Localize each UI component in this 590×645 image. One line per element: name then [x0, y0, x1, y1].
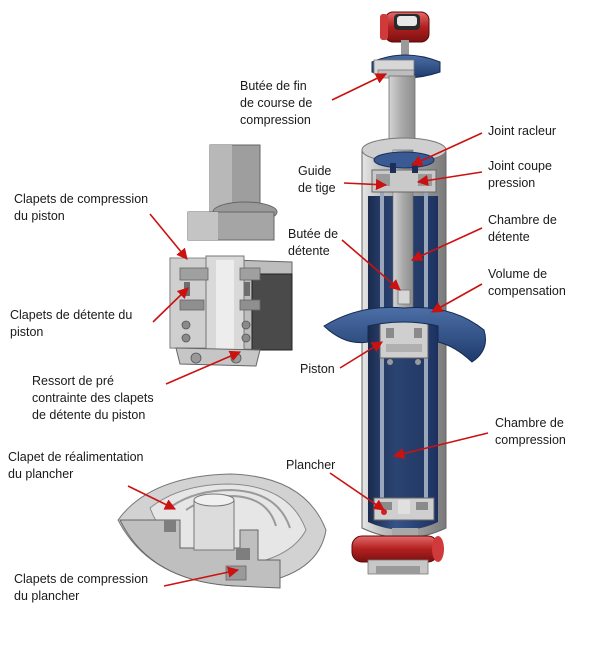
arrow-piston: [339, 341, 383, 369]
rebound-stop: [397, 289, 411, 305]
arrow-clapet-realimentation: [127, 485, 177, 510]
top-eye-bushing: [380, 11, 430, 43]
label-joint-coupe-pression: Joint coupe pression: [488, 159, 552, 190]
label-butee-detente: Butée de détente: [288, 227, 339, 258]
piston: [379, 321, 429, 365]
arrow-ressort: [165, 350, 242, 385]
label-arrows: [127, 73, 489, 587]
label-clapets-detente-piston: Clapets de détente du piston: [10, 308, 133, 339]
spring-seat-cup: [323, 306, 486, 363]
label-butee-fin-course: Butée de fin de course de compression: [240, 79, 313, 127]
arrow-chambre-compression: [392, 432, 489, 460]
arrow-joint-racleur: [410, 132, 483, 166]
arrow-joint-coupe-pression: [416, 171, 483, 186]
label-clapet-realimentation: Clapet de réalimentation du plancher: [8, 450, 144, 481]
label-plancher: Plancher: [286, 458, 336, 472]
piston-detail: [169, 144, 293, 367]
arrow-chambre-detente: [410, 227, 483, 261]
label-clapets-compression-piston: Clapets de compression du piston: [14, 192, 149, 223]
arrow-clapets-compression-piston: [149, 213, 188, 260]
label-chambre-detente: Chambre de détente: [488, 213, 557, 244]
floor-valve-detail: [117, 473, 327, 589]
label-volume-compensation: Volume de compensation: [488, 267, 566, 298]
label-joint-racleur: Joint racleur: [488, 124, 557, 138]
label-clapets-compression-plancher: Clapets de compression du plancher: [14, 572, 149, 603]
arrow-plancher: [329, 472, 385, 511]
label-guide-tige: Guide de tige: [298, 164, 336, 195]
top-bump-stop: [371, 54, 441, 79]
bottom-eye-bushing: [351, 528, 444, 575]
arrow-butee-detente: [341, 239, 401, 291]
label-ressort: Ressort de pré contrainte des clapets de…: [32, 374, 154, 422]
label-piston: Piston: [300, 362, 335, 376]
arrow-guide-tige: [343, 178, 388, 191]
base-valve: [373, 497, 435, 521]
arrow-volume-compensation: [431, 283, 483, 313]
arrow-butee-fin-course: [331, 73, 388, 101]
label-chambre-compression: Chambre de compression: [495, 416, 566, 447]
arrow-clapets-detente-piston: [152, 287, 189, 323]
arrow-clapets-compression-plancher: [163, 566, 240, 587]
